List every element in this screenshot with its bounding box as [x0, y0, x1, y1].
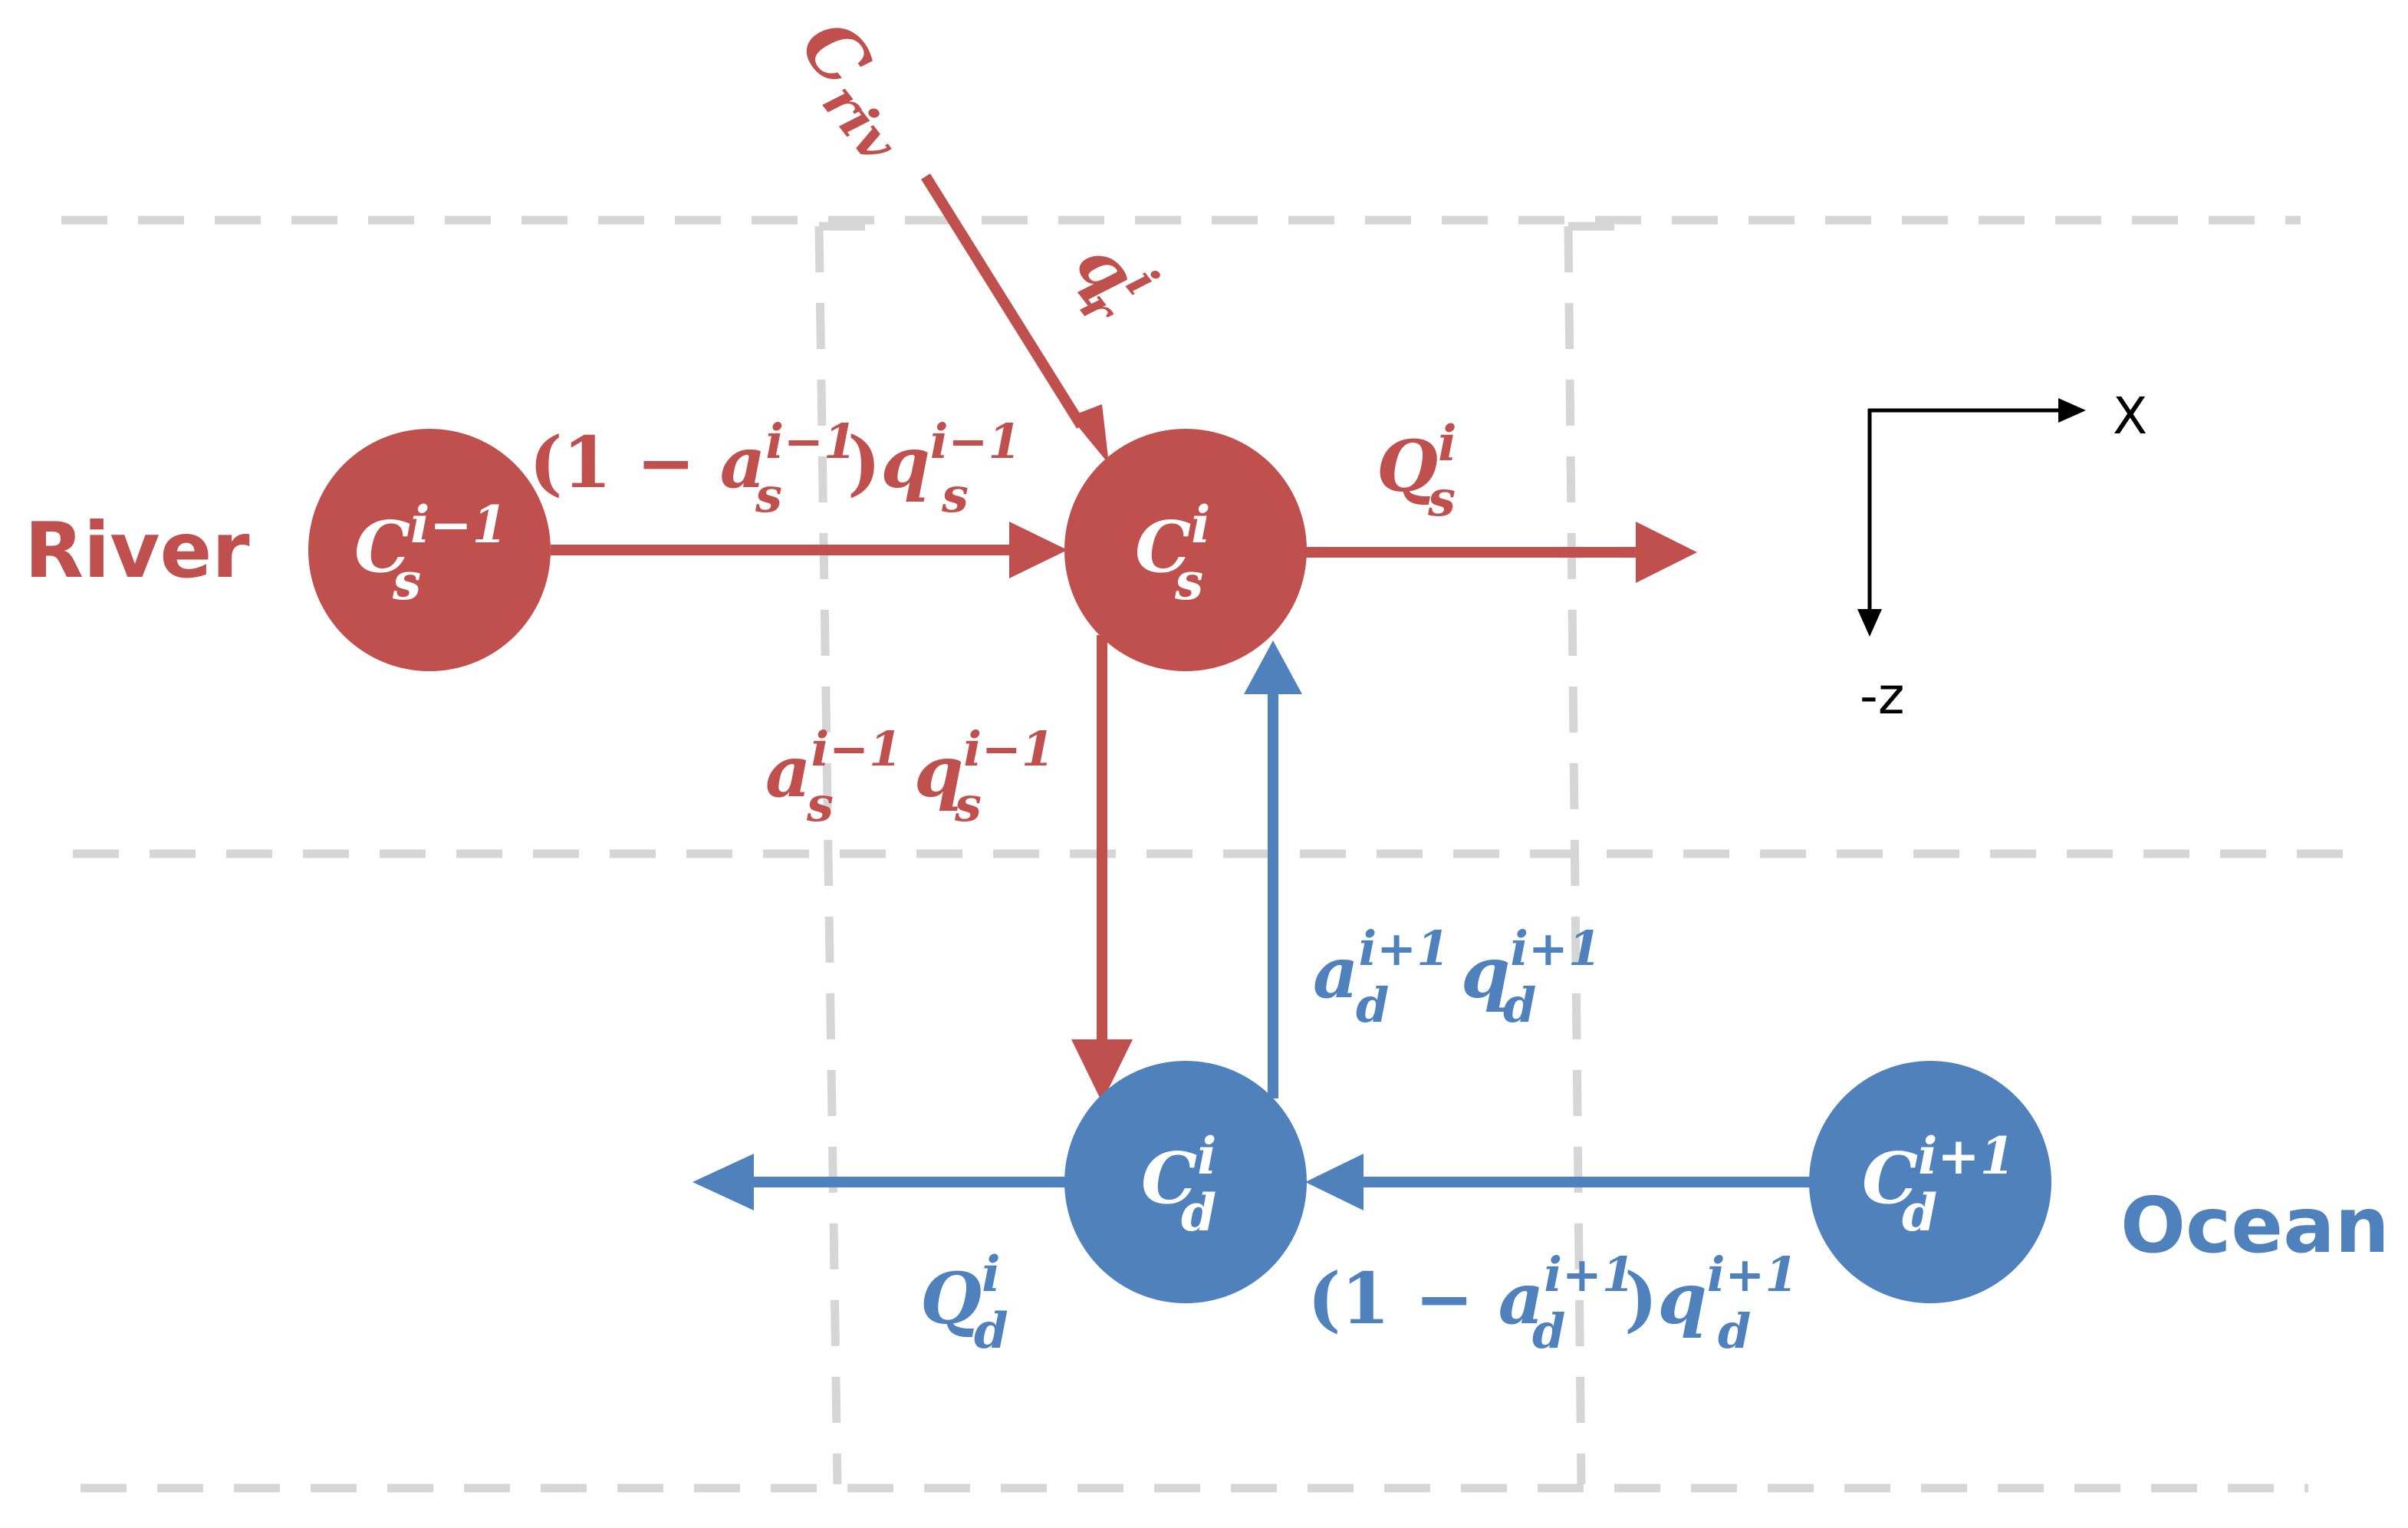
c-riv-label: Criv	[774, 4, 938, 175]
node-cs-i-sub: s	[1174, 552, 1203, 611]
river-horizontal-a: a	[720, 421, 766, 504]
node-cs-prev-circle	[308, 429, 551, 671]
down-flux-q: q	[914, 730, 963, 813]
q-d-out-base: Q	[920, 1257, 982, 1340]
grid-lines	[61, 216, 2347, 1493]
up-flux-q-sub: d	[1503, 977, 1536, 1033]
river-horizontal-q: q	[881, 421, 930, 504]
node-cd-i-sub: d	[1181, 1183, 1216, 1243]
river-horizontal-close: )	[847, 421, 881, 504]
ocean-outflow-arrowhead	[692, 1154, 754, 1210]
river-horizontal-q-sub: s	[941, 467, 969, 523]
node-cd-next-circle	[1809, 1061, 2051, 1303]
node-cs-i-circle	[1064, 429, 1307, 671]
node-cs-i-base: C	[1135, 505, 1191, 588]
node-cs-prev-base: C	[354, 505, 410, 588]
node-cd-next-sup: i+1	[1918, 1126, 2015, 1186]
river-horizontal-q-sup: i−1	[930, 413, 1021, 469]
river-label: River	[25, 505, 250, 595]
node-cd-i-circle	[1064, 1061, 1307, 1303]
up-flux-arrowhead	[1244, 641, 1302, 694]
svg-text:Criv: Criv	[774, 4, 938, 175]
svg-text:qir: qir	[1047, 222, 1169, 337]
ocean-horizontal-q: q	[1658, 1257, 1707, 1340]
ocean-horizontal-arrowhead	[1305, 1154, 1364, 1210]
down-flux-a-sub: s	[806, 776, 834, 832]
node-cs-prev-sup: i−1	[410, 495, 507, 555]
up-flux-a: a	[1313, 931, 1359, 1014]
ocean-horizontal-open: (1 −	[1308, 1257, 1498, 1340]
ocean-horizontal-q-sup: i+1	[1707, 1246, 1798, 1302]
coordinate-axes: X -z	[1857, 387, 2147, 726]
up-flux-a-sup: i+1	[1359, 920, 1450, 976]
node-cd-next-sub: d	[1902, 1183, 1937, 1243]
down-flux-a-sup: i−1	[811, 721, 903, 777]
river-horizontal-a-sub: s	[755, 467, 782, 523]
q-s-out-sub: s	[1427, 470, 1456, 528]
river-horizontal-a-sup: i−1	[765, 413, 857, 469]
z-axis-arrowhead	[1857, 609, 1882, 637]
down-flux-a: a	[765, 730, 811, 813]
q-s-out-sup: i	[1438, 415, 1456, 473]
x-axis-label: X	[2113, 387, 2147, 446]
river-horizontal-arrowhead	[1009, 522, 1067, 578]
river-horizontal-open: (1 −	[529, 421, 720, 504]
ocean-horizontal-a-sup: i+1	[1544, 1246, 1635, 1302]
q-r-label: qir	[1047, 222, 1169, 337]
grid-right-vertical	[1564, 226, 1586, 1485]
river-input-arrowhead	[1070, 404, 1109, 464]
down-flux-q-sub: s	[954, 776, 982, 832]
ocean-horizontal-a-sub: d	[1532, 1303, 1565, 1359]
ocean-flows	[692, 641, 1814, 1210]
z-axis-label: -z	[1860, 667, 1904, 726]
river-outflow-arrowhead	[1636, 522, 1697, 583]
q-s-out-base: Q	[1377, 425, 1438, 508]
ocean-label: Ocean	[2120, 1181, 2390, 1270]
grid-left-vertical	[814, 226, 842, 1485]
q-d-out-sup: i	[982, 1246, 1000, 1303]
ocean-horizontal-a: a	[1498, 1257, 1544, 1340]
node-cd-next-base: C	[1862, 1137, 1918, 1220]
down-flux-q-sup: i−1	[963, 721, 1054, 777]
node-cs-prev-sub: s	[392, 552, 421, 611]
q-d-out-sub: d	[974, 1302, 1008, 1360]
down-flux-arrowhead	[1071, 1039, 1133, 1102]
ocean-horizontal-q-sub: d	[1718, 1303, 1751, 1359]
node-cd-i-base: C	[1141, 1137, 1197, 1220]
ocean-horizontal-close: )	[1624, 1257, 1658, 1340]
node-cs-i-sup: i	[1191, 495, 1210, 555]
x-axis-arrowhead	[2058, 398, 2086, 423]
up-flux-q: q	[1461, 931, 1510, 1014]
up-flux-q-sup: i+1	[1510, 920, 1601, 976]
up-flux-a-sub: d	[1356, 977, 1389, 1033]
river-flows	[551, 173, 1697, 1102]
node-cd-i-sup: i	[1197, 1126, 1216, 1186]
river-input-arrow	[921, 173, 1086, 429]
